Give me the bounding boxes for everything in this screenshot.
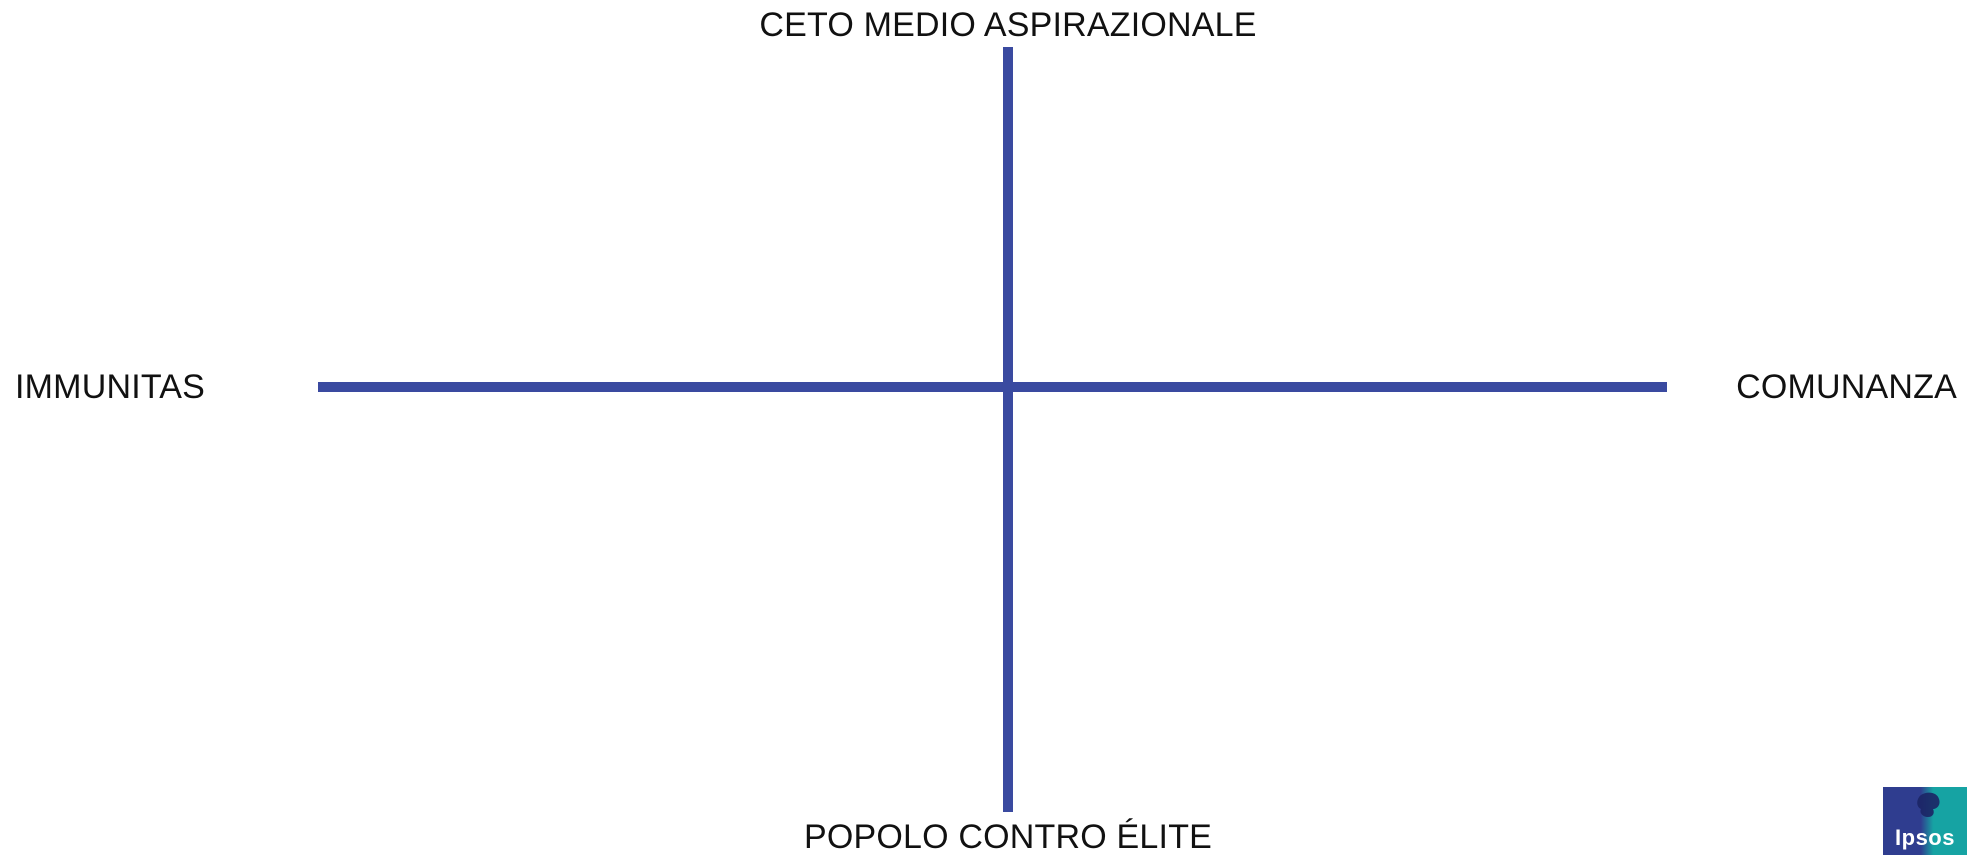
axis-label-right: COMUNANZA — [1736, 368, 1957, 406]
horizontal-axis — [318, 382, 1667, 392]
logo-text: Ipsos — [1895, 825, 1955, 850]
ipsos-logo-icon: Ipsos — [1883, 787, 1967, 855]
axis-label-left: IMMUNITAS — [15, 368, 206, 406]
axis-label-bottom: POPOLO CONTRO ÉLITE — [803, 818, 1213, 856]
vertical-axis — [1003, 47, 1013, 812]
axis-label-top: CETO MEDIO ASPIRAZIONALE — [759, 6, 1257, 44]
